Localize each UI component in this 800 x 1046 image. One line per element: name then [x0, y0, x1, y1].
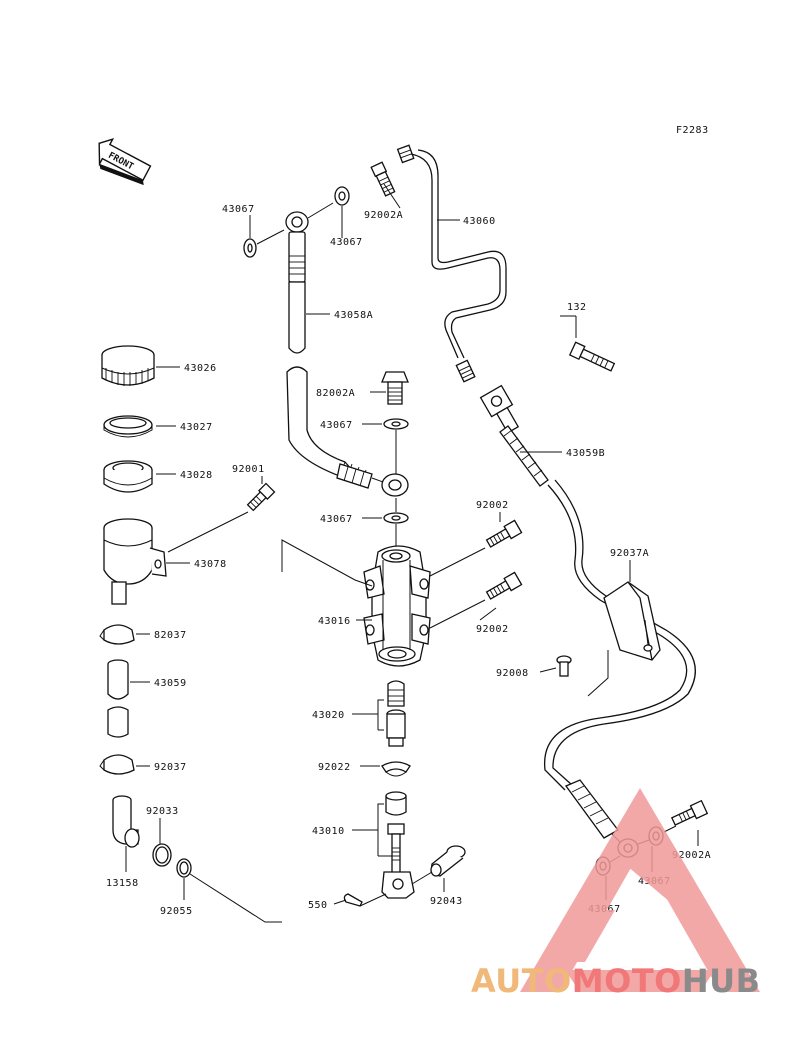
label-43010: 43010: [312, 826, 345, 837]
label-43059B: 43059B: [566, 448, 605, 459]
label-92037A: 92037A: [610, 548, 649, 559]
label-43027: 43027: [180, 422, 213, 433]
label-92055: 92055: [160, 906, 193, 917]
brake-hose-43058A: [286, 281, 409, 497]
label-43020: 43020: [312, 710, 345, 721]
washer-43067-top-right: [334, 186, 350, 206]
bolt-92002-b: [485, 571, 523, 600]
watermark-text-hub: HUB: [681, 962, 761, 1000]
watermark-text-moto: MOTO: [571, 962, 682, 1000]
pin-92043: [430, 845, 466, 877]
label-43058A: 43058A: [334, 310, 373, 321]
figure-code: F2283: [676, 125, 709, 136]
banjo-fitting-top: [285, 211, 309, 283]
reservoir-43078: [103, 518, 167, 605]
bolt-92002A-bottom: [670, 799, 709, 826]
bolt-132: [568, 341, 616, 372]
label-82002A: 82002A: [316, 388, 355, 399]
label-92037: 92037: [154, 762, 187, 773]
label-92022: 92022: [318, 762, 351, 773]
label-43067-lower: 43067: [320, 514, 353, 525]
front-arrow-icon: FRONT: [98, 138, 152, 186]
label-550: 550: [308, 900, 328, 911]
diaphragm-43028: [103, 460, 153, 493]
clamp-82037: [99, 624, 135, 645]
brake-pipe-43060: [396, 144, 507, 383]
bolt-92002A-top: [370, 161, 396, 197]
clamp-92037: [99, 754, 135, 775]
label-92008: 92008: [496, 668, 529, 679]
label-92001: 92001: [232, 464, 265, 475]
label-43026: 43026: [184, 363, 217, 374]
bracket-92037A: [603, 581, 661, 661]
brake-hose-43059B: [479, 384, 696, 791]
circlip-92055: [176, 858, 192, 878]
cotter-pin-550: [343, 893, 363, 907]
o-ring-92033: [152, 843, 172, 867]
label-43067-top-right: 43067: [330, 237, 363, 248]
master-cylinder-43016: [363, 545, 431, 667]
label-43028: 43028: [180, 470, 213, 481]
label-132: 132: [567, 302, 587, 313]
label-92033: 92033: [146, 806, 179, 817]
label-92002A-top: 92002A: [364, 210, 403, 221]
circlip-92022: [381, 761, 411, 777]
label-92043: 92043: [430, 896, 463, 907]
label-43059: 43059: [154, 678, 187, 689]
reservoir-cap-43026: [101, 345, 155, 386]
bolt-92008: [556, 655, 572, 677]
bolt-82002A: [381, 371, 409, 405]
piston-set-43020: [386, 680, 406, 747]
watermark-text-auto: AUTO: [471, 962, 572, 1000]
bolt-92001: [246, 482, 276, 512]
watermark-text: AUTOMOTOHUB: [471, 962, 761, 1000]
label-92002A-bottom: 92002A: [672, 850, 711, 861]
label-43067-top-left: 43067: [222, 204, 255, 215]
washer-43067-top-left: [243, 238, 257, 258]
label-43067-mid: 43067: [320, 420, 353, 431]
washer-43067-lower: [383, 512, 409, 524]
bolt-92002-a: [485, 519, 523, 548]
washer-43067-mid: [383, 418, 409, 430]
label-13158: 13158: [106, 878, 139, 889]
fitting-13158: [112, 795, 140, 848]
label-92002-b: 92002: [476, 624, 509, 635]
label-92002-a: 92002: [476, 500, 509, 511]
plate-43027: [103, 415, 153, 438]
hose-43059: [107, 659, 129, 738]
label-82037: 82037: [154, 630, 187, 641]
label-43078: 43078: [194, 559, 227, 570]
push-rod-43010: [381, 791, 415, 899]
label-43060: 43060: [463, 216, 496, 227]
label-43016: 43016: [318, 616, 351, 627]
watermark-logo-icon: [520, 788, 760, 992]
